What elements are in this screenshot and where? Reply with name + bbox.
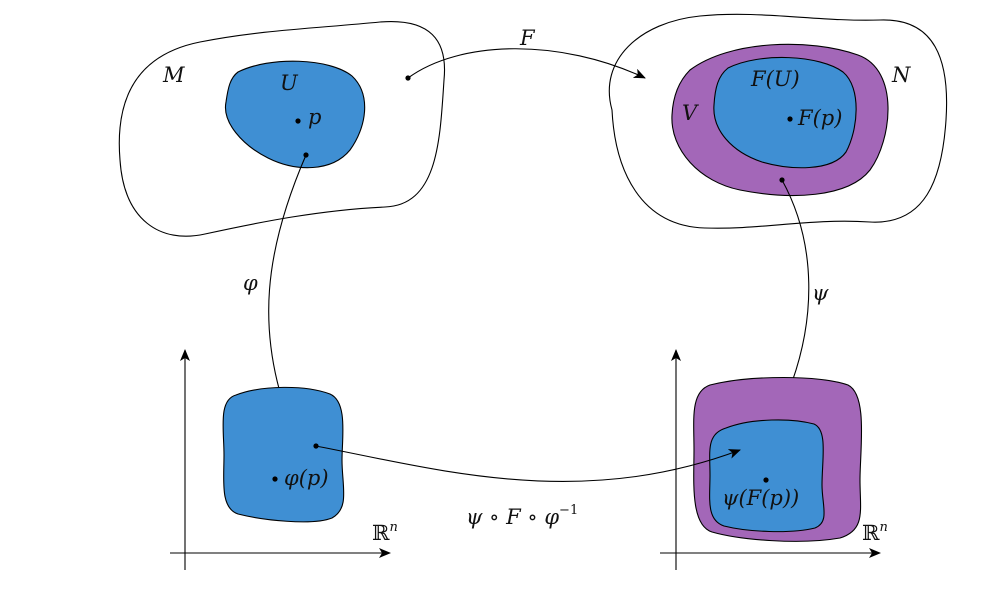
label-m: M (162, 63, 185, 87)
label-transition: ψ ∘ F ∘ φ−1 (466, 503, 578, 529)
label-fp: F(p) (797, 106, 842, 130)
image-set-fu (713, 56, 857, 169)
point-psi-f-p (763, 477, 769, 483)
label-n: N (891, 63, 911, 87)
label-f: F (519, 26, 536, 50)
label-fu: F(U) (750, 67, 800, 91)
arrow-transition (315, 445, 741, 482)
point-fp (787, 116, 793, 122)
label-psi-f-p: ψ(F(p)) (722, 486, 799, 510)
label-psi: ψ (812, 281, 829, 305)
label-rn-right: ℝn (862, 520, 888, 545)
label-p: p (308, 105, 321, 129)
point-p (295, 118, 301, 124)
arrow-psi (781, 179, 810, 406)
label-rn-left: ℝn (372, 520, 398, 545)
label-phi: φ (243, 271, 258, 295)
label-phi-p: φ(p) (284, 466, 329, 490)
label-u: U (280, 71, 299, 95)
chart-image-phi-u (222, 386, 345, 523)
open-set-u (224, 60, 366, 169)
chart-image-psi-fu (709, 419, 825, 533)
arrow-f (407, 48, 646, 79)
point-phi-p (272, 476, 278, 482)
label-v: V (682, 101, 699, 125)
